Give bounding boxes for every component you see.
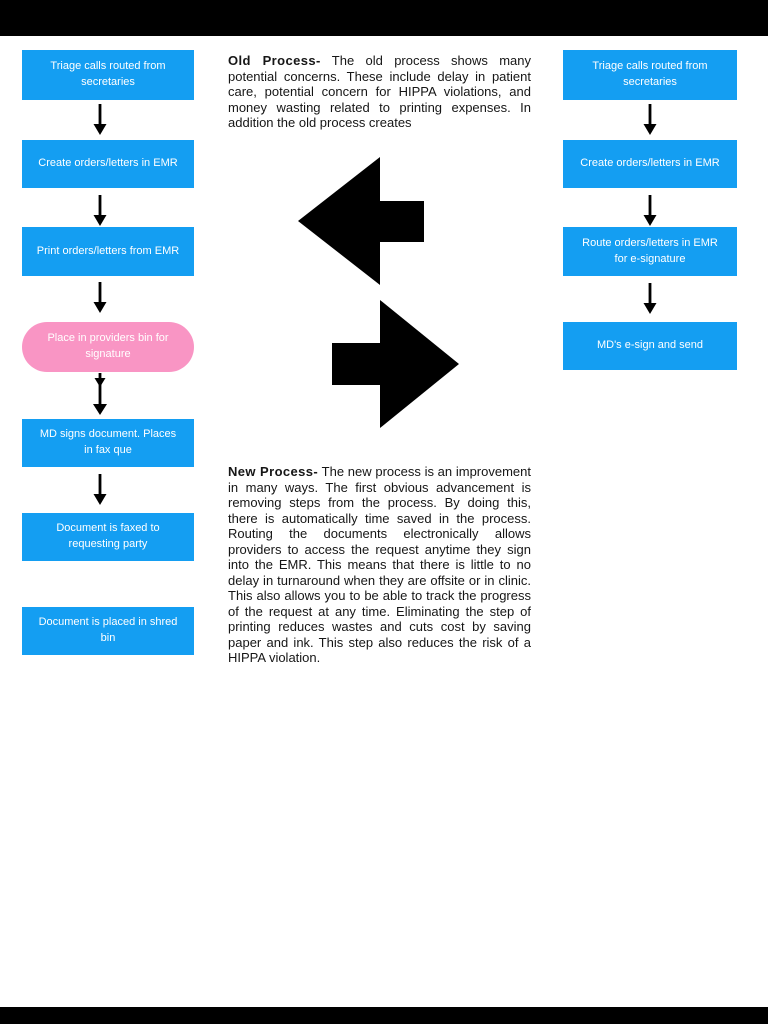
flow-step-label: Place in providers bin for signature [47, 332, 169, 360]
flow-step-create-orders: Create orders/letters in EMR [22, 140, 194, 188]
letterbox-top-bar [0, 0, 768, 36]
flow-step-esign-send: MD's e-sign and send [563, 322, 737, 370]
flow-step-label: Route orders/letters in EMR for e-signat… [582, 236, 718, 265]
old-process-heading: Old Process- [228, 53, 321, 68]
down-arrow-icon [92, 195, 108, 227]
flow-step-label: Document is placed in shred bin [38, 616, 178, 644]
flow-step-label: MD signs document. Places in fax que [39, 428, 177, 456]
flow-step-document-faxed: Document is faxed to requesting party [22, 513, 194, 561]
letterbox-bottom-bar [0, 1007, 768, 1024]
flow-step-label: Print orders/letters from EMR [36, 244, 180, 257]
flow-step-create-orders-new: Create orders/letters in EMR [563, 140, 737, 188]
down-arrow-icon [642, 283, 658, 315]
old-process-paragraph: Old Process- The old process shows many … [228, 53, 531, 131]
new-process-paragraph: New Process- The new process is an impro… [228, 464, 531, 666]
down-arrow-icon [92, 474, 108, 506]
flow-step-triage-calls-new: Triage calls routed from secretaries [563, 50, 737, 100]
flow-step-label: Triage calls routed from secretaries [592, 60, 708, 88]
block-arrow-right-icon [332, 300, 459, 433]
flow-step-document-shred: Document is placed in shred bin [22, 607, 194, 655]
flow-step-providers-bin: Place in providers bin for signature [22, 322, 194, 372]
double-down-arrow-icon [91, 373, 109, 416]
down-arrow-icon [642, 104, 658, 136]
flow-step-label: MD's e-sign and send [596, 339, 704, 352]
flow-step-route-orders: Route orders/letters in EMR for e-signat… [563, 227, 737, 276]
new-process-heading: New Process- [228, 464, 319, 479]
block-arrow-left-icon [298, 157, 424, 291]
flow-step-md-signs: MD signs document. Places in fax que [22, 419, 194, 467]
flow-step-label: Triage calls routed from secretaries [50, 60, 166, 88]
down-arrow-icon [92, 104, 108, 136]
flow-step-label: Document is faxed to requesting party [56, 522, 160, 550]
new-process-body-text: The new process is an improvement in man… [228, 464, 531, 665]
flow-step-triage-calls: Triage calls routed from secretaries [22, 50, 194, 100]
flow-step-print-orders: Print orders/letters from EMR [22, 227, 194, 276]
down-arrow-icon [92, 282, 108, 314]
down-arrow-icon [642, 195, 658, 227]
old-process-body-text: The old process shows many potential con… [228, 53, 532, 130]
flow-step-label: Create orders/letters in EMR [38, 157, 178, 170]
flow-step-label: Create orders/letters in EMR [580, 157, 720, 170]
